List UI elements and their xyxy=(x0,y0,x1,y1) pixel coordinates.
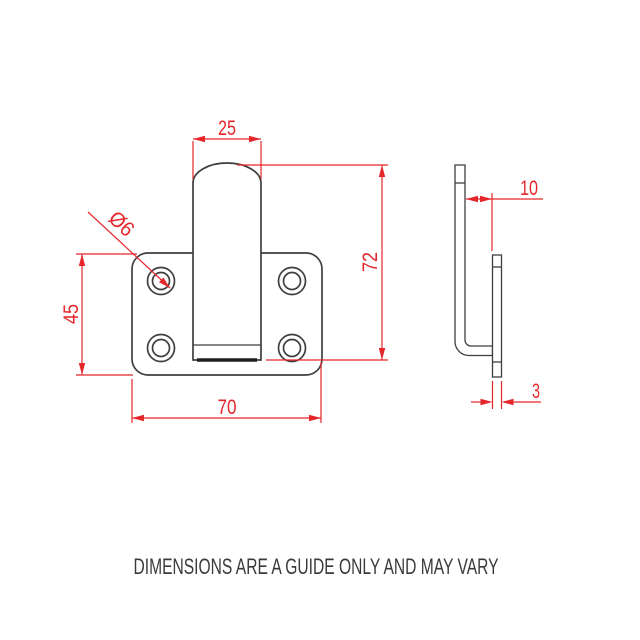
dim-value-tab-offset: 10 xyxy=(520,177,538,200)
dim-value-overall-height: 72 xyxy=(359,252,382,272)
dim-hole-diameter: Ø6 xyxy=(87,207,171,289)
hole-countersink xyxy=(277,333,307,363)
arrowhead xyxy=(501,398,514,406)
arrowhead xyxy=(466,195,478,203)
hole-bore xyxy=(282,338,302,358)
mounting-hole-top-left xyxy=(146,266,176,296)
leader-line xyxy=(87,211,171,289)
hole-countersink xyxy=(277,266,307,296)
plate-profile xyxy=(491,254,503,378)
hole-bore xyxy=(151,271,171,291)
arrowhead xyxy=(480,195,492,203)
dim-overall-height: 72 xyxy=(237,164,388,361)
arrowhead xyxy=(249,135,261,143)
side-view xyxy=(454,164,503,378)
disclaimer-note: DIMENSIONS ARE A GUIDE ONLY AND MAY VARY xyxy=(134,554,499,579)
dim-thickness: 3 xyxy=(471,380,541,409)
dim-value-thickness: 3 xyxy=(532,380,540,403)
dim-value-plate-width: 70 xyxy=(218,396,237,419)
arrowhead xyxy=(78,363,86,375)
dim-plate-height: 45 xyxy=(60,253,137,376)
dim-value-hole-diameter: Ø6 xyxy=(104,207,139,242)
hole-bore xyxy=(282,271,302,291)
arrowhead xyxy=(309,414,321,422)
arrowhead xyxy=(78,254,86,266)
arrowhead xyxy=(378,348,386,360)
dim-value-plate-height: 45 xyxy=(60,304,83,324)
mounting-hole-bottom-right xyxy=(277,333,307,363)
dim-tab-width: 25 xyxy=(192,117,262,179)
arrowhead xyxy=(132,414,144,422)
hole-countersink xyxy=(146,333,176,363)
hole-bore xyxy=(151,338,171,358)
dim-tab-offset: 10 xyxy=(466,177,543,251)
arrowhead xyxy=(480,398,493,406)
arrowhead xyxy=(193,135,205,143)
tab-profile xyxy=(454,164,494,357)
tab-outline xyxy=(192,162,262,361)
mounting-hole-top-right xyxy=(277,266,307,296)
hole-countersink xyxy=(146,266,176,296)
dim-value-tab-width: 25 xyxy=(218,117,236,140)
arrowhead xyxy=(159,277,170,288)
mounting-hole-bottom-left xyxy=(146,333,176,363)
dim-plate-width: 70 xyxy=(131,362,322,423)
front-view xyxy=(131,162,323,376)
arrowhead xyxy=(378,165,386,177)
